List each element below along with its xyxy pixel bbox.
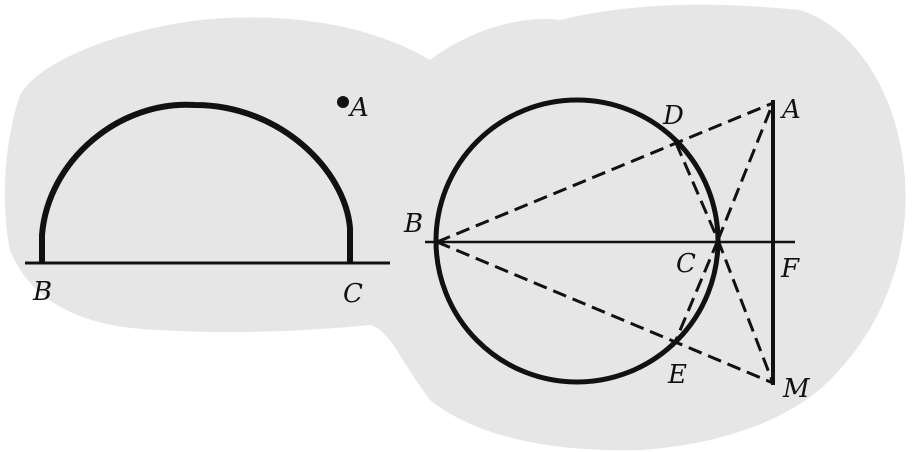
right-label-a: A (780, 95, 801, 125)
left-label-b: B (32, 277, 52, 307)
dashed-d-c (674, 142, 720, 241)
dashed-b-a (436, 101, 774, 244)
right-label-f: F (780, 254, 800, 284)
left-figure (25, 96, 390, 265)
right-label-c: C (676, 249, 696, 279)
left-label-c: C (343, 279, 363, 309)
right-label-d: D (662, 101, 684, 131)
left-semicircle-arc (39, 101, 353, 263)
left-point-a-dot (337, 96, 349, 108)
dashed-c-m (716, 239, 775, 384)
right-label-b: B (403, 209, 423, 239)
right-label-e: E (667, 360, 687, 390)
dashed-b-m (436, 240, 774, 385)
left-label-a: A (348, 93, 369, 123)
right-figure (425, 97, 795, 385)
dashed-c-a (716, 102, 775, 241)
dashed-c-e (674, 239, 720, 341)
dashed-lines (436, 101, 775, 385)
right-label-m: M (782, 374, 811, 404)
